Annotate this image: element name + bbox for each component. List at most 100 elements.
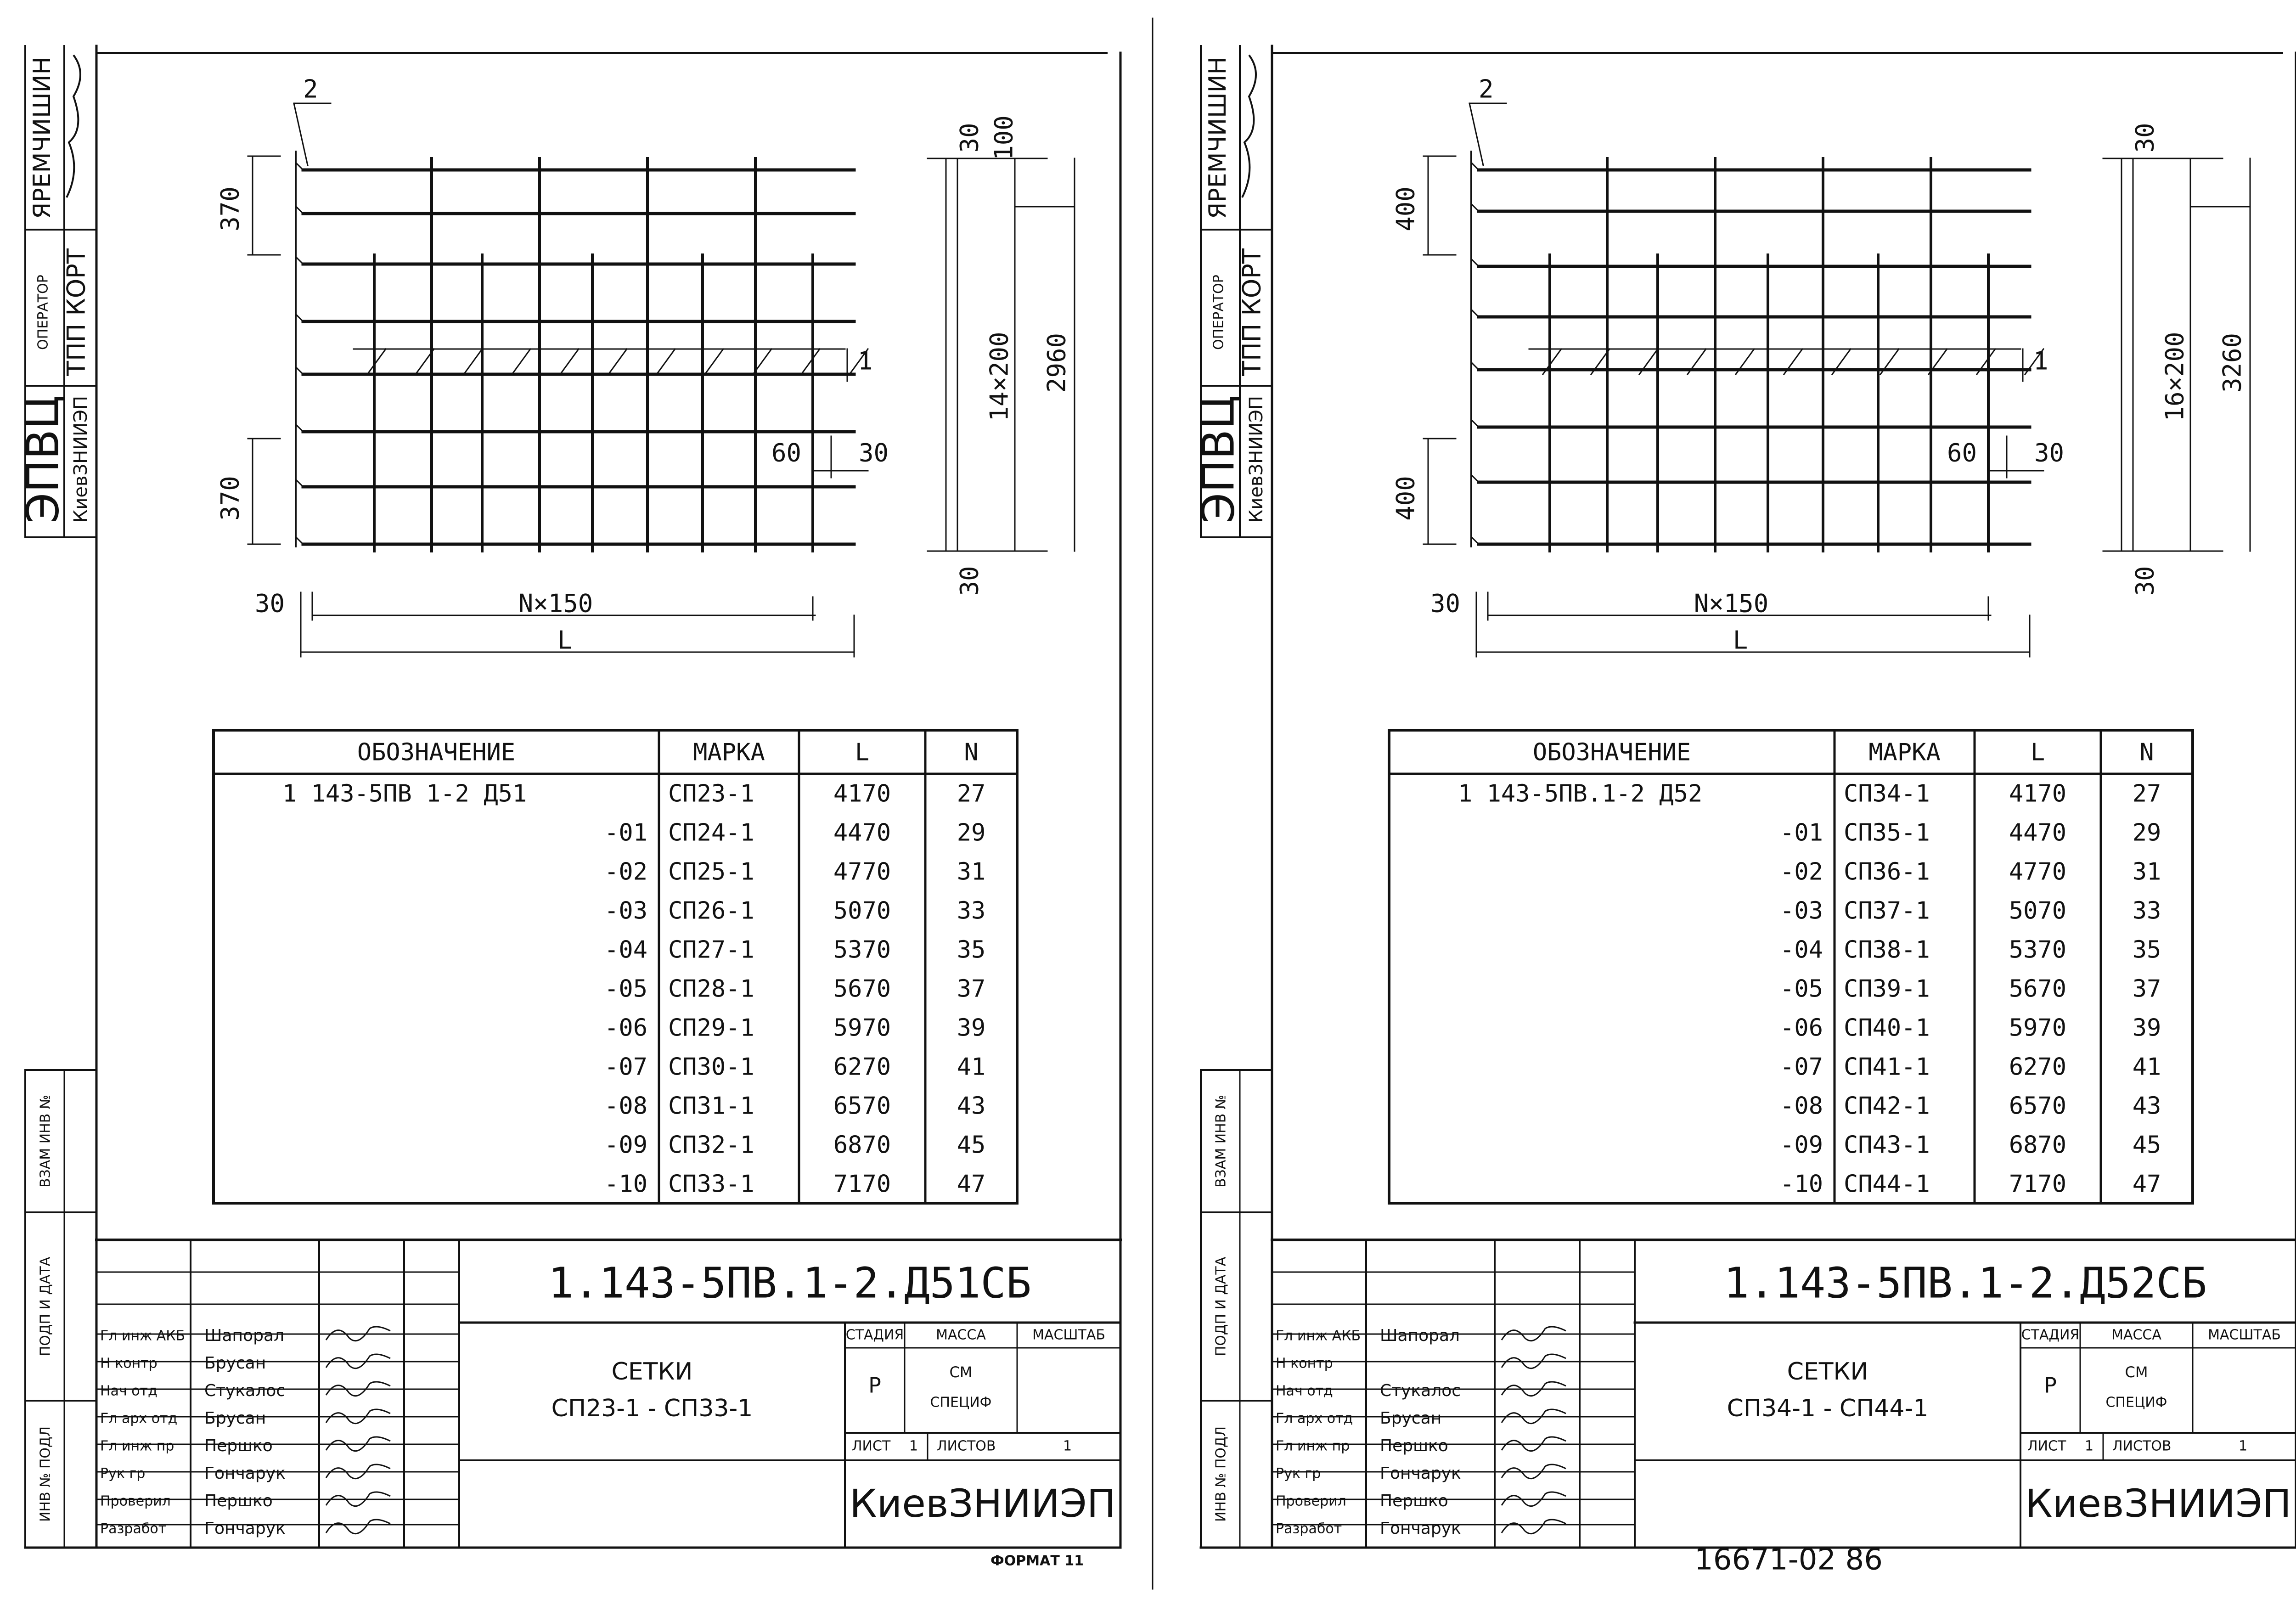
table-cell-mark: СП24-1 (668, 819, 754, 847)
pos-2-label: 2 (303, 75, 318, 104)
hatch (800, 348, 821, 376)
stamp-role: Гл инж пр (1276, 1438, 1350, 1454)
stamp-role: Рук гр (1276, 1466, 1321, 1482)
hatch (848, 348, 869, 376)
sheets-value: 1 (2239, 1438, 2247, 1454)
table-cell-length: 5970 (2009, 1014, 2066, 1042)
table-header-cell: N (964, 739, 978, 766)
bar-hook (1471, 203, 1480, 213)
bar-hook (1471, 419, 1480, 428)
table-cell-mark: СП38-1 (1844, 936, 1930, 964)
dim-30-mid: 30 (2034, 439, 2064, 467)
table-cell-mark: СП39-1 (1844, 975, 1930, 1003)
hatch (655, 348, 676, 376)
table-cell-count: 31 (957, 858, 986, 886)
signature-scribble (325, 1326, 391, 1342)
table-cell-designation: -03 (1780, 897, 1823, 925)
table-cell-mark: СП40-1 (1844, 1014, 1930, 1042)
inv-replace-label: ВЗАМ ИНВ № (38, 1095, 54, 1188)
signature-scribble (325, 1353, 391, 1369)
dim-30-top: 30 (2131, 123, 2160, 152)
bar-hook (1471, 259, 1480, 268)
dim-L: L (1733, 626, 1748, 655)
table-cell-length: 5070 (833, 897, 891, 925)
table-header-cell: МАРКА (693, 739, 765, 766)
mesh (1470, 151, 2045, 552)
table-cell-length: 4170 (833, 780, 891, 808)
table-cell-count: 39 (957, 1014, 986, 1042)
dim-30-bottom: 30 (955, 566, 984, 596)
hatch (366, 348, 387, 376)
archive-number: 16671-02 86 (1694, 1543, 1883, 1577)
stamp-role: Рук гр (100, 1466, 145, 1482)
bar-hook (1471, 536, 1480, 546)
table-cell-designation: -02 (1780, 858, 1823, 886)
pos-1-label: 1 (858, 347, 873, 376)
hatch (2024, 348, 2045, 376)
signature-scribble (325, 1408, 391, 1425)
dim-30-top: 30 (955, 123, 984, 152)
stamp-person: Брусан (1380, 1409, 1441, 1428)
doc-code: 1.143-5ПВ.1-2.Д51СБ (548, 1258, 1031, 1307)
table-border (212, 729, 1019, 1205)
table-cell-count: 43 (957, 1093, 986, 1120)
dim-total: 2960 (1042, 333, 1071, 393)
sheet-value: 1 (2085, 1438, 2093, 1454)
stamp-person: Гончарук (204, 1464, 286, 1483)
hatch (1734, 348, 1756, 376)
sheets-label: ЛИСТОВ (2112, 1438, 2171, 1454)
stamp-role: Гл инж АКБ (1276, 1328, 1361, 1344)
hatch (1831, 348, 1852, 376)
pos-2-leader (1469, 102, 1484, 166)
table-cell-mark: СП44-1 (1844, 1171, 1930, 1198)
sheet-value: 1 (909, 1438, 918, 1454)
stamp-person: Першко (204, 1436, 273, 1455)
signature-scribble (1501, 1381, 1566, 1397)
table-cell-mark: СП27-1 (668, 936, 754, 964)
table-cell-designation: -06 (604, 1014, 647, 1042)
sheet-label: ЛИСТ (852, 1438, 891, 1454)
stamp-person: Першко (1380, 1492, 1448, 1510)
bar-hook (295, 162, 304, 171)
scale-label: МАСШТАБ (2208, 1327, 2281, 1343)
dim-30-left: 30 (255, 589, 285, 618)
dim-100: 100 (990, 115, 1019, 160)
hatch (1927, 348, 1948, 376)
table-cell-count: 29 (957, 819, 986, 847)
inv-orig-label: ИНВ № ПОДЛ (38, 1426, 54, 1522)
mass-value-1: СМ (950, 1363, 973, 1381)
hatch (1783, 348, 1804, 376)
table-cell-designation: -06 (1780, 1014, 1823, 1042)
pos-1-label: 1 (2033, 347, 2048, 376)
table-cell-count: 41 (2133, 1053, 2161, 1081)
dim-30-mid: 30 (859, 439, 889, 467)
table-cell-length: 6870 (833, 1132, 891, 1159)
table-cell-mark: СП32-1 (668, 1132, 754, 1159)
stamp-role: Н контр (100, 1356, 158, 1372)
table-cell-count: 45 (957, 1132, 986, 1159)
hatch (462, 348, 484, 376)
table-cell-designation: -05 (1780, 975, 1823, 1003)
table-cell-length: 4170 (2009, 780, 2066, 808)
stage-label: СТАДИЯ (2021, 1327, 2080, 1343)
table-cell-length: 6570 (833, 1093, 891, 1120)
table-cell-designation: -09 (1780, 1132, 1823, 1159)
stamp-role: Нач отд (100, 1383, 158, 1399)
table-header-cell: ОБОЗНАЧЕНИЕ (1533, 739, 1691, 766)
table-cell-length: 6870 (2009, 1132, 2066, 1159)
stamp-person: Стукалос (1380, 1381, 1461, 1400)
hatch (1542, 348, 1563, 376)
signature-mark (1241, 54, 1257, 198)
dim-bottom-span: 370 (216, 476, 245, 521)
